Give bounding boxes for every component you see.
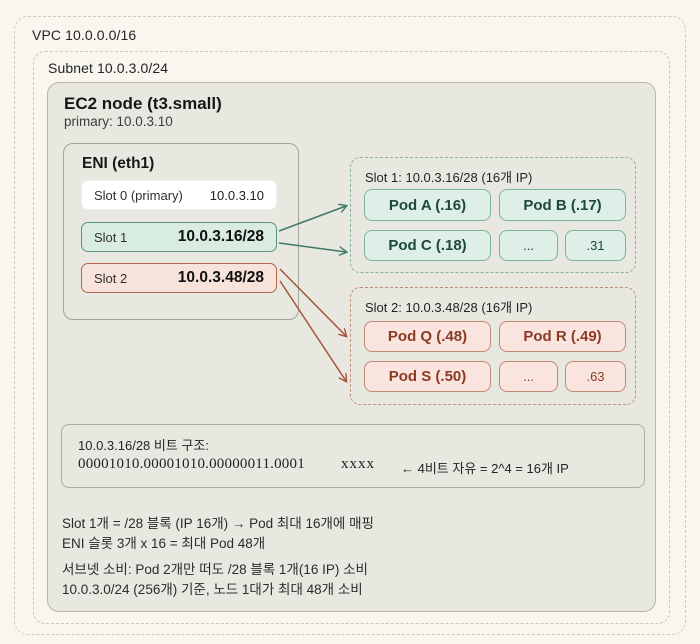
pod-r: Pod R (.49) bbox=[499, 321, 626, 352]
ec2-node-title: EC2 node (t3.small) bbox=[64, 94, 222, 113]
bit-structure-title: 10.0.3.16/28 비트 구조: bbox=[78, 438, 209, 453]
subnet-label: Subnet 10.0.3.0/24 bbox=[48, 60, 169, 76]
bit-binary-value: 00001010.00001010.00000011.0001 bbox=[78, 456, 305, 472]
bit-free-bits: xxxx bbox=[341, 456, 375, 472]
ec2-node-primary-ip: primary: 10.0.3.10 bbox=[64, 114, 173, 129]
slot0-ip: 10.0.3.10 bbox=[209, 187, 264, 203]
note-max-pods: ENI 슬롯 3개 x 16 = 최대 Pod 48개 bbox=[62, 536, 266, 551]
vpc-label: VPC 10.0.0.0/16 bbox=[32, 27, 137, 43]
slot0-label: Slot 0 (primary) bbox=[94, 187, 183, 203]
pod-last-ip-slot2: .63 bbox=[565, 361, 626, 392]
vpc-boundary bbox=[14, 16, 686, 635]
pod-b: Pod B (.17) bbox=[499, 189, 626, 221]
slot2-pod-group: Slot 2: 10.0.3.48/28 (16개 IP) Pod Q (.48… bbox=[350, 287, 636, 405]
eni-title: ENI (eth1) bbox=[82, 155, 155, 172]
eni-slot2-row: Slot 2 10.0.3.48/28 bbox=[81, 263, 277, 293]
pod-s: Pod S (.50) bbox=[364, 361, 491, 392]
slot2-label: Slot 2 bbox=[94, 270, 128, 286]
slot1-pod-group: Slot 1: 10.0.3.16/28 (16개 IP) Pod A (.16… bbox=[350, 157, 636, 273]
note-node-consumption: 10.0.3.0/24 (256개) 기준, 노드 1대가 최대 48개 소비 bbox=[62, 582, 363, 597]
bit-free-note: ← 4비트 자유 = 2^4 = 16개 IP bbox=[401, 461, 569, 476]
slot1-cidr: 10.0.3.16/28 bbox=[177, 228, 264, 245]
bit-structure-box: 10.0.3.16/28 비트 구조: 00001010.00001010.00… bbox=[61, 424, 645, 488]
slot2-group-title: Slot 2: 10.0.3.48/28 (16개 IP) bbox=[365, 300, 533, 315]
note-slot-mapping: Slot 1개 = /28 블록 (IP 16개) → Pod 최대 16개에 … bbox=[62, 516, 374, 531]
pod-a: Pod A (.16) bbox=[364, 189, 491, 221]
pod-ellipsis-slot1: ... bbox=[499, 230, 558, 261]
pod-c: Pod C (.18) bbox=[364, 230, 491, 261]
note-subnet-consumption: 서브넷 소비: Pod 2개만 떠도 /28 블록 1개(16 IP) 소비 bbox=[62, 562, 368, 577]
slot1-label: Slot 1 bbox=[94, 229, 128, 245]
eni-slot1-row: Slot 1 10.0.3.16/28 bbox=[81, 222, 277, 252]
subnet-boundary bbox=[33, 51, 670, 624]
slot1-group-title: Slot 1: 10.0.3.16/28 (16개 IP) bbox=[365, 170, 533, 185]
eni-slot0-row: Slot 0 (primary) 10.0.3.10 bbox=[81, 180, 277, 210]
pod-q: Pod Q (.48) bbox=[364, 321, 491, 352]
pod-ellipsis-slot2: ... bbox=[499, 361, 558, 392]
slot2-cidr: 10.0.3.48/28 bbox=[177, 269, 264, 286]
pod-last-ip-slot1: .31 bbox=[565, 230, 626, 261]
